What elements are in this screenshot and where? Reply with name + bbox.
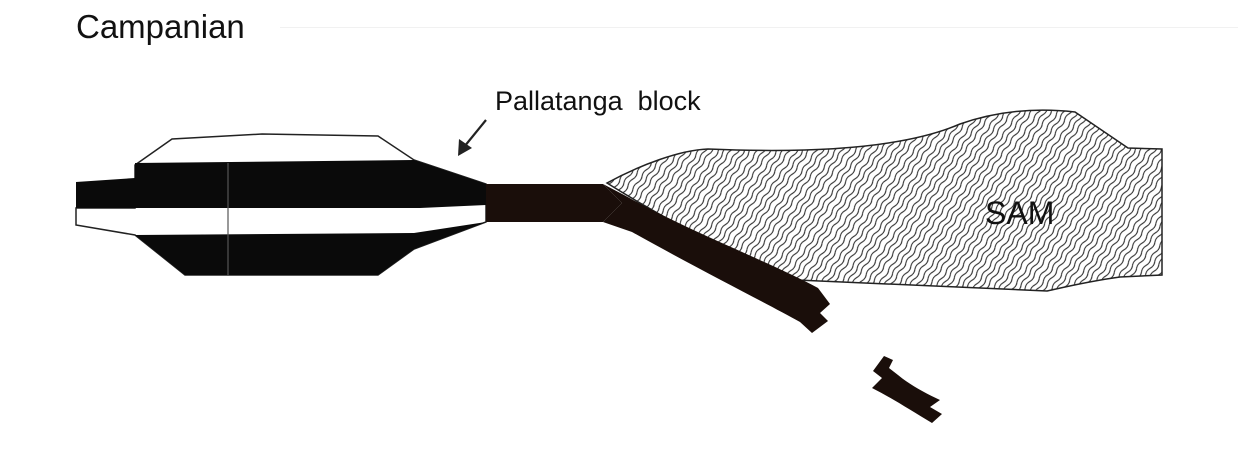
pallatanga-arrow-shaft bbox=[464, 120, 486, 147]
sam-label: SAM bbox=[985, 197, 1054, 229]
pallatanga-arrow-icon bbox=[458, 139, 472, 156]
pallatanga-upper-band bbox=[76, 160, 486, 208]
diagram-title: Campanian bbox=[76, 10, 245, 43]
detached-slab-fragment bbox=[872, 356, 942, 423]
sam-continental-block bbox=[607, 110, 1162, 291]
oceanic-slab-flat bbox=[486, 184, 622, 222]
pallatanga-block-label: Pallatanga block bbox=[495, 88, 701, 115]
